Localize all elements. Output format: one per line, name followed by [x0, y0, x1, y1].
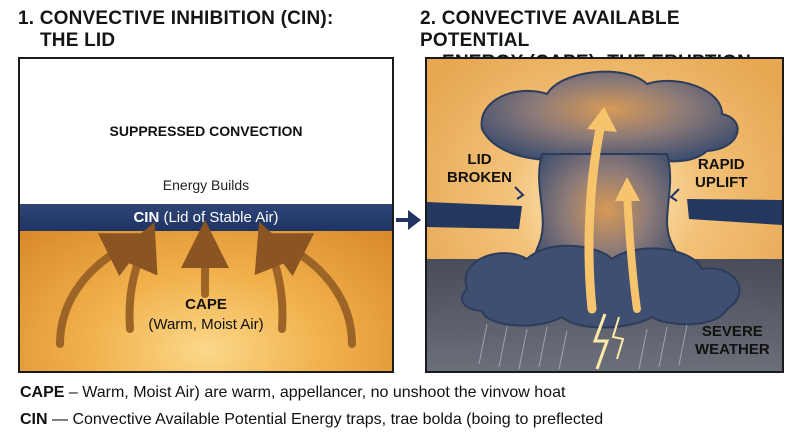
left-title: 1. CONVECTIVE INHIBITION (CIN): THE LID	[18, 8, 378, 52]
uplift-arrow-main-head	[587, 107, 617, 132]
cin-lid-term: CIN	[133, 209, 160, 226]
arrow-left	[113, 221, 158, 333]
lid-broken-line2: BROKEN	[447, 169, 513, 186]
caption-cape: CAPE – Warm, Moist Air) are warm, appell…	[20, 384, 565, 402]
cin-panel: CIN (Lid of Stable Air) SUPPRESSED CONVE…	[18, 57, 394, 373]
caption-cape-term: CAPE	[20, 384, 65, 401]
storm-base-cloud	[461, 244, 741, 329]
rapid-uplift-line1: RAPID	[697, 156, 745, 173]
uplift-arrow-second	[623, 190, 641, 313]
caption-cape-text: – Warm, Moist Air) are warm, appellancer…	[64, 384, 566, 401]
rapid-uplift-label: RAPID UPLIFT	[695, 156, 748, 192]
stable-sky	[20, 59, 392, 204]
rain-streaks	[478, 323, 688, 370]
broken-lid-right	[687, 199, 782, 225]
uplift-arrow-second-head	[615, 177, 640, 201]
caption-cin-text: — Convective Available Potential Energy …	[47, 411, 604, 428]
lid-broken-label: LID BROKEN	[447, 151, 512, 187]
suppressed-label: SUPPRESSED CONVECTION	[109, 123, 303, 139]
caption-cin: CIN — Convective Available Potential Ene…	[20, 411, 603, 429]
lightning-bolt-2	[611, 316, 625, 360]
uplift-arrow-main	[584, 114, 607, 314]
arrow-far-right	[260, 233, 356, 348]
cape-label: CAPE	[185, 296, 227, 313]
broken-lid-left	[427, 202, 522, 229]
energy-builds-label: Energy Builds	[162, 177, 250, 193]
left-title-line1: 1. CONVECTIVE INHIBITION (CIN):	[18, 8, 334, 29]
left-title-line2: THE LID	[40, 30, 116, 51]
lid-broken-line1: LID	[467, 151, 492, 168]
severe-line1: SEVERE	[701, 323, 763, 340]
caption-cin-term: CIN	[20, 411, 48, 428]
severe-line2: WEATHER	[695, 341, 770, 358]
crack-right	[669, 188, 680, 202]
lightning-bolt	[592, 313, 610, 370]
cape-panel: LID BROKEN RAPID UPLIFT SEVERE WEATHER	[425, 57, 784, 373]
rising-arrows	[56, 220, 356, 348]
severe-weather-label: SEVERE WEATHER	[695, 323, 770, 359]
right-title-line1: 2. CONVECTIVE AVAILABLE POTENTIAL	[420, 8, 680, 51]
eruption-illustration	[427, 59, 782, 371]
crack-left	[514, 186, 525, 200]
cape-sublabel: (Warm, Moist Air)	[148, 316, 264, 333]
transition-arrow-icon	[396, 210, 421, 230]
rapid-uplift-line2: UPLIFT	[695, 174, 748, 191]
